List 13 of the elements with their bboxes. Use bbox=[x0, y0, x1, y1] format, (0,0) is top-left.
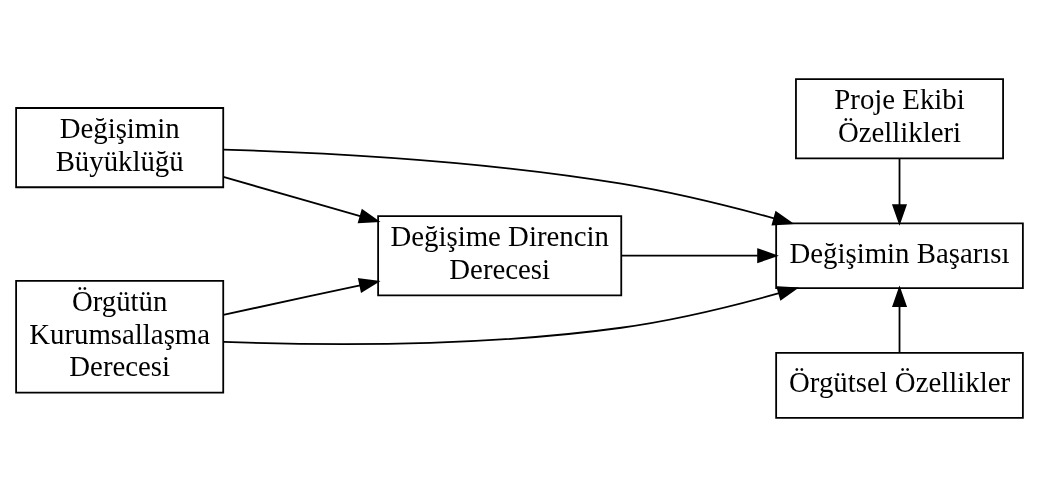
node-box: Proje Ekibi Özellikleri bbox=[795, 77, 1004, 159]
arrow bbox=[891, 157, 908, 226]
node-box: Değişimin Başarısı bbox=[775, 221, 1024, 289]
arrow bbox=[222, 277, 381, 316]
arrow bbox=[222, 285, 800, 345]
arrow bbox=[222, 148, 795, 225]
arrow bbox=[620, 247, 779, 263]
node-box: Değişime Direncin Derecesi bbox=[377, 214, 623, 296]
arrow bbox=[222, 175, 381, 223]
node-box: Örgütün Kurumsallaşma Derecesi bbox=[15, 279, 225, 393]
node-box: Değişimin Büyüklüğü bbox=[15, 106, 225, 188]
node-box: Örgütsel Özellikler bbox=[775, 351, 1024, 419]
arrow bbox=[891, 285, 908, 353]
